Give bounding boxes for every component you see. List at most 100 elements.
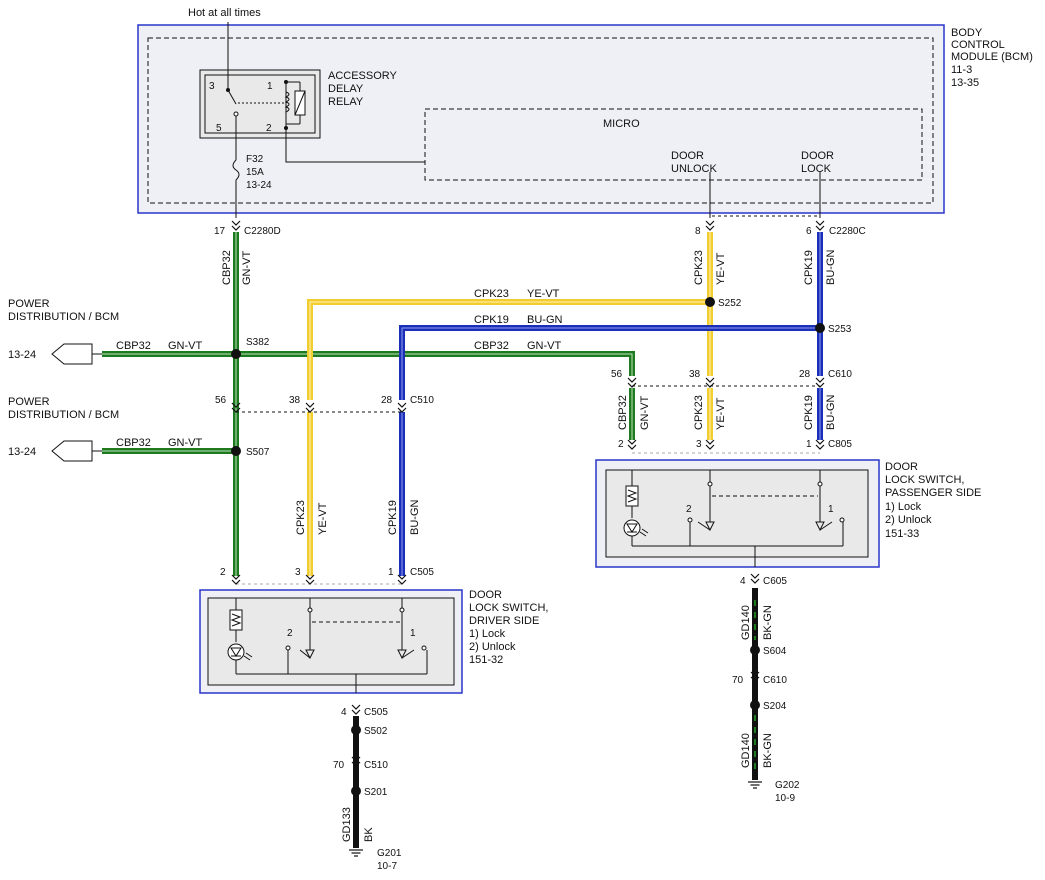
connector-c805-icon (627, 439, 637, 450)
connector-c505-ground-icon (351, 704, 361, 715)
fuse-label-1: F32 (246, 154, 264, 165)
wire-label: BU-GN (825, 395, 837, 431)
wire-label: CPK19 (803, 395, 815, 430)
wire-label: GN-VT (168, 340, 203, 352)
passenger-switch-label-6: 151-33 (885, 528, 919, 540)
fuse-label-3: 13-24 (246, 180, 272, 191)
c505-green-pin: 2 (220, 567, 226, 578)
driver-door-lock-switch: 2 1 DOOR LOCK SWITCH, DRIVER SIDE 1) Loc… (199, 589, 548, 694)
g202-ref: 10-9 (775, 793, 795, 804)
passenger-door-lock-switch: 2 1 DOOR LOCK SWITCH, PASSENGER SIDE 1) … (595, 459, 981, 568)
splice-dot (231, 446, 241, 456)
splice-s382: S382 (246, 337, 270, 348)
c805-yellow-pin: 3 (696, 439, 702, 450)
passenger-switch-pos1: 1 (828, 504, 834, 515)
wire-label: YE-VT (715, 252, 727, 285)
g201-ref: 10-7 (377, 861, 397, 872)
driver-switch-label-6: 151-32 (469, 654, 503, 666)
relay-label-2: DELAY (328, 83, 364, 95)
bcm-label-5: 13-35 (951, 77, 979, 89)
splice-dot (231, 349, 241, 359)
passenger-switch-label-4: 1) Lock (885, 501, 922, 513)
c505-pin: 1 (388, 567, 394, 578)
power-distribution-top: POWER DISTRIBUTION / BCM 13-24 (8, 298, 119, 365)
hot-feed: Hot at all times (188, 7, 425, 163)
wire-label: CPK19 (387, 500, 399, 535)
wire-label: CBP32 (221, 250, 233, 285)
splice-dot (705, 297, 715, 307)
c2280c-pin: 6 (806, 226, 812, 237)
relay-label-3: RELAY (328, 96, 364, 108)
c510-ground-pin: 70 (333, 760, 345, 771)
fuse-f32: F32 15A 13-24 (232, 116, 272, 218)
driver-switch-label-5: 2) Unlock (469, 641, 516, 653)
power-dist-top-2: DISTRIBUTION / BCM (8, 311, 119, 323)
bcm-label-1: BODY (951, 27, 983, 39)
connector-c2280d-icon (231, 220, 241, 231)
wire-label: BU-GN (409, 500, 421, 536)
wire-label: CPK23 (693, 395, 705, 430)
splice-dot (750, 645, 760, 655)
splice-s253: S253 (828, 324, 852, 335)
c2280d-pin: 17 (214, 226, 226, 237)
wire-label: YE-VT (317, 502, 329, 535)
wire-label: CPK19 (474, 314, 509, 326)
connector-c805-icon (705, 439, 715, 450)
power-dist-bot-2: DISTRIBUTION / BCM (8, 409, 119, 421)
driver-switch-pos2: 2 (287, 628, 293, 639)
door-lock-label-2: LOCK (801, 163, 832, 175)
wire-label: CBP32 (474, 340, 509, 352)
c605-ground-name: C605 (763, 576, 787, 587)
bcm-label-2: CONTROL (951, 39, 1005, 51)
splice-dot (750, 700, 760, 710)
c610-name: C610 (828, 369, 852, 380)
wire-label: CPK23 (693, 250, 705, 285)
wire-label: YE-VT (715, 397, 727, 430)
relay-to-micro-line (285, 128, 425, 163)
relay-pin-3: 3 (209, 81, 215, 92)
driver-switch-label-2: LOCK SWITCH, (469, 602, 548, 614)
ground-g202: G202 10-9 (747, 780, 800, 804)
door-lock-label-1: DOOR (801, 150, 834, 162)
splices: S382 S507 S252 S253 S502 S201 S604 S204 (231, 297, 852, 798)
wire-label: BK (363, 827, 375, 842)
relay-label-1: ACCESSORY (328, 70, 398, 82)
driver-switch-label-1: DOOR (469, 589, 502, 601)
c510-ground-name: C510 (364, 760, 388, 771)
connector-c505-icon (305, 574, 315, 585)
wire-label: CBP32 (617, 395, 629, 430)
splice-s201: S201 (364, 787, 388, 798)
driver-switch-pos1: 1 (410, 628, 416, 639)
wire-label: GD140 (740, 733, 752, 768)
c610-ground-name: C610 (763, 675, 787, 686)
connectors: 17 C2280D 8 6 C2280C 56 38 28 C510 56 38… (214, 215, 866, 771)
wire-label: GN-VT (241, 251, 253, 286)
bcm-label-3: MODULE (BCM) (951, 51, 1033, 63)
relay-pin-1: 1 (267, 81, 273, 92)
c505-ground-pin: 4 (341, 707, 347, 718)
connector-c805-icon (815, 439, 825, 450)
connector-c505-icon (397, 574, 407, 585)
driver-switch-label-3: DRIVER SIDE (469, 615, 539, 627)
connector-c605-ground-icon (750, 573, 760, 584)
splice-dot (351, 786, 361, 796)
hot-at-all-times-label: Hot at all times (188, 7, 261, 19)
wire-label: GN-VT (168, 437, 203, 449)
c610-green-pin: 56 (611, 369, 623, 380)
splice-dot (351, 725, 361, 735)
power-arrow-icon (51, 343, 93, 365)
connector-c510-icon (397, 402, 407, 413)
wires (102, 232, 823, 848)
splice-s502: S502 (364, 726, 388, 737)
power-ref-bot: 13-24 (8, 446, 36, 458)
splice-s604: S604 (763, 646, 787, 657)
passenger-switch-label-5: 2) Unlock (885, 514, 932, 526)
door-unlock-label-2: UNLOCK (671, 163, 718, 175)
c805-name: C805 (828, 439, 852, 450)
g202-label: G202 (775, 780, 800, 791)
wire-label: GD140 (740, 605, 752, 640)
splice-dot (815, 323, 825, 333)
c610-pin: 28 (799, 369, 811, 380)
wire-label: CPK23 (474, 288, 509, 300)
connector-c2280c-icon (815, 220, 825, 231)
